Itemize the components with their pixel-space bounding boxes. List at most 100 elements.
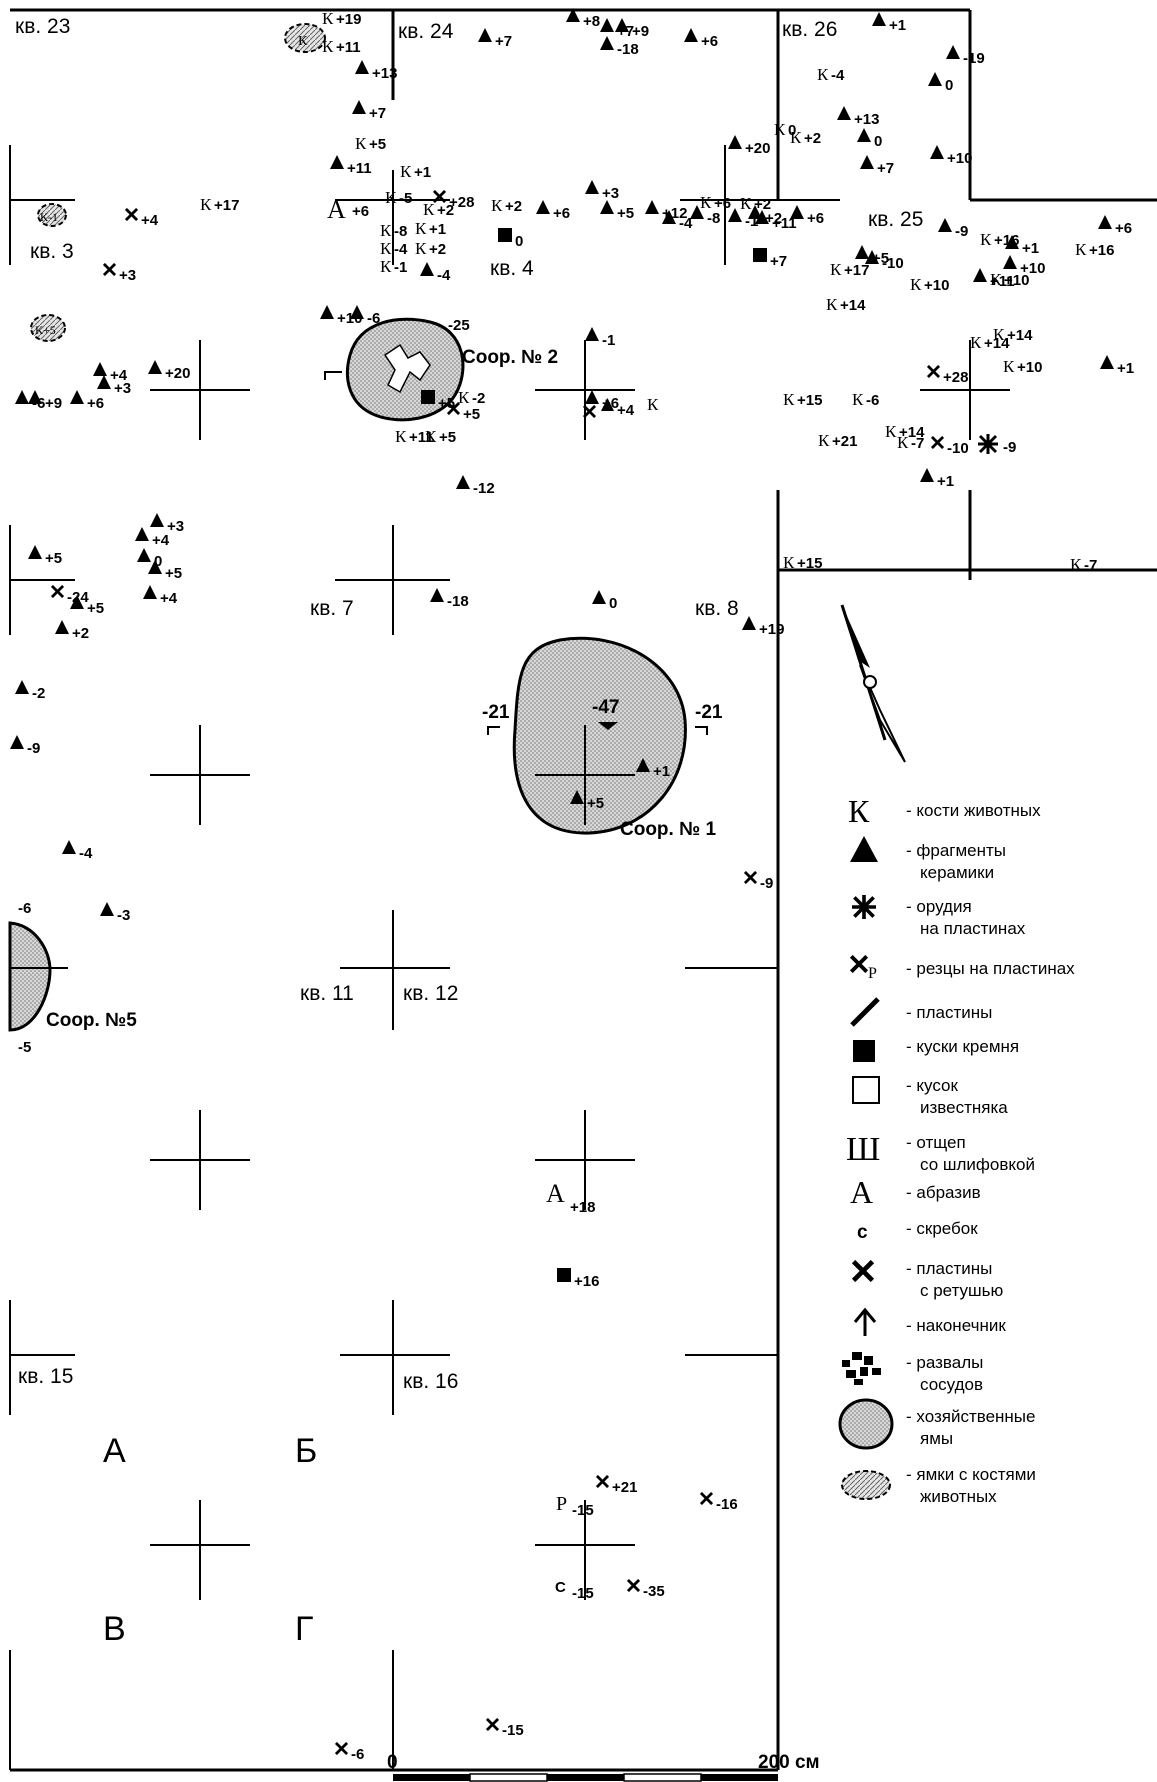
vessel-icon	[842, 1352, 881, 1385]
ceramics-marker	[355, 60, 369, 74]
ceramics-marker	[150, 513, 164, 527]
ceramics-marker	[135, 527, 149, 541]
ceramics-label: +3	[167, 518, 184, 535]
burin-icon: Р	[850, 955, 877, 982]
pit-1-depth: -47	[592, 697, 619, 718]
bone-marker: К	[400, 162, 412, 181]
other-finds: -9 А +6 А +18 Р -15 С -15 +4 К	[327, 195, 1016, 1602]
bone-marker: К	[783, 390, 795, 409]
subsquare-label: В	[103, 1610, 126, 1648]
flint-finds: 0+5+7+16	[421, 228, 787, 1290]
bone-label: +14	[840, 297, 866, 314]
bone-label: +15	[797, 555, 822, 572]
bone-marker: К	[830, 260, 842, 279]
ceramics-marker	[938, 218, 952, 232]
ceramics-marker	[330, 155, 344, 169]
ceramics-label: +5	[87, 600, 104, 617]
ceramics-marker	[946, 45, 960, 59]
ceramics-label: +9	[45, 395, 62, 412]
ceramics-label: +3	[114, 380, 131, 397]
scale-seg-3	[547, 1774, 624, 1781]
ceramics-label: +20	[745, 140, 770, 157]
svg-text:Р: Р	[868, 965, 877, 982]
square-label: кв. 16	[403, 1370, 458, 1393]
subsquare-label: Г	[295, 1610, 313, 1648]
bone-marker: К	[458, 388, 470, 407]
ceramics-label: +8	[583, 13, 600, 30]
tool-label: +5	[463, 406, 480, 423]
ceramics-marker	[62, 840, 76, 854]
vessel-fragments	[383, 343, 431, 394]
pit-5-bottom: -5	[18, 1039, 31, 1056]
bone-marker: К	[1003, 357, 1015, 376]
ceramics-label: 0	[609, 595, 617, 612]
flint-marker	[753, 248, 767, 262]
bone-marker: К	[395, 427, 407, 446]
tool-label: -16	[716, 1496, 738, 1513]
square-label: кв. 4	[490, 257, 534, 280]
arrowhead-icon	[853, 1307, 877, 1336]
ceramics-label: +7	[369, 105, 386, 122]
burin-marker: Р	[556, 1493, 567, 1515]
tool-label: +28	[449, 194, 474, 211]
ceramics-marker	[728, 135, 742, 149]
bone-marker: К	[700, 193, 712, 212]
ceramics-label: 0	[154, 553, 162, 570]
square-label: кв. 12	[403, 982, 458, 1005]
square-label: кв. 15	[18, 1365, 73, 1388]
ceramics-label: -9	[955, 223, 968, 240]
bone-label: -7	[1084, 557, 1097, 574]
bone-marker: К	[423, 200, 435, 219]
bone-marker: К	[355, 134, 367, 153]
ceramics-marker	[837, 106, 851, 120]
bone-label: +14	[984, 335, 1010, 352]
feature-1-label: Соор. № 1	[620, 819, 717, 840]
find-label: -15	[572, 1502, 594, 1519]
feature-5: -6 -5 Соор. №5	[8, 900, 137, 1056]
subsquare-label: Б	[295, 1432, 317, 1470]
ceramics-marker	[742, 616, 756, 630]
abrasive-marker: А	[546, 1179, 565, 1208]
legend-label: - скребок	[906, 1219, 978, 1238]
tool-marker	[596, 1475, 609, 1488]
bone-label: -1	[394, 259, 407, 276]
bone-marker: К	[322, 37, 334, 56]
bone-marker: К	[980, 230, 992, 249]
ceramics-marker	[860, 155, 874, 169]
blade-icon	[850, 997, 880, 1027]
bone-label: -8	[394, 223, 407, 240]
tool-marker	[125, 208, 138, 221]
ceramics-label: +5	[587, 795, 604, 812]
ceramics-marker	[478, 28, 492, 42]
ceramics-label: +1	[889, 17, 906, 34]
north-arrow-tail	[842, 605, 870, 668]
bone-marker: К	[415, 239, 427, 258]
bone-marker: К	[415, 219, 427, 238]
bone-pit-label: К	[298, 34, 308, 49]
ceramics-label: +10	[947, 150, 972, 167]
ceramics-label: +7	[495, 33, 512, 50]
bone-label: +1	[429, 221, 446, 238]
bone-marker: К	[885, 422, 897, 441]
bone-marker: К	[910, 275, 922, 294]
flint-marker	[421, 390, 435, 404]
square-label: кв. 7	[310, 597, 354, 620]
ceramics-marker	[456, 475, 470, 489]
ceramics-marker	[148, 360, 162, 374]
bone-pits: К К-1 К+5	[30, 23, 326, 342]
tool-label: +21	[612, 1479, 637, 1496]
ceramics-label: +6	[701, 33, 718, 50]
ceramics-marker	[320, 305, 334, 319]
bone-label: +10	[1004, 272, 1029, 289]
retouched-blade-icon	[854, 1262, 873, 1281]
ceramics-label: 0	[945, 77, 953, 94]
ceramics-marker	[645, 200, 659, 214]
tool-finds: +4+3+28-24+5-10+28+21-16-35-15-9-6	[51, 190, 969, 1763]
ceramics-icon	[850, 836, 878, 862]
bone-label: 0	[788, 122, 796, 139]
blade-tool-icon	[852, 895, 876, 919]
bone-label: +15	[797, 392, 822, 409]
bone-label: +16	[994, 232, 1019, 249]
